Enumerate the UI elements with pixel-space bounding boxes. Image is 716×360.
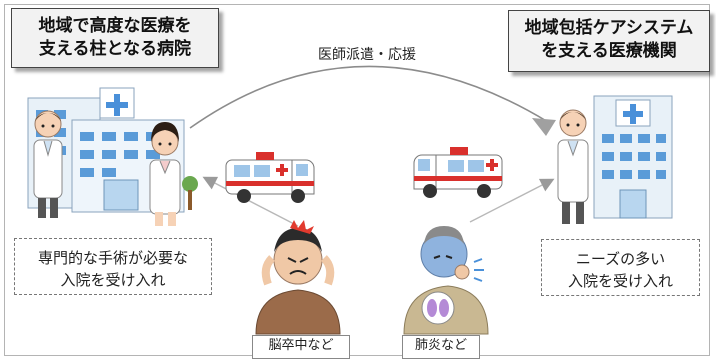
ambulance-left xyxy=(225,152,315,203)
female-doctor-left xyxy=(149,122,181,226)
left-title-line2: 支える柱となる病院 xyxy=(39,39,191,59)
stroke-patient xyxy=(255,220,341,335)
stroke-tag: 脳卒中など xyxy=(252,335,350,359)
right-caption-line2: 入院を受け入れ xyxy=(567,272,673,290)
right-title-line1: 地域包括ケアシステム xyxy=(524,18,694,38)
pneumonia-tag: 肺炎など xyxy=(402,335,480,359)
dispatch-arc-arrowhead xyxy=(532,118,556,136)
male-doctor-right xyxy=(557,109,589,224)
flow-arrow-pneumonia-to-right xyxy=(469,178,555,223)
right-hospital-title: 地域包括ケアシステム を支える医療機関 xyxy=(508,10,710,72)
left-caption-line2: 入院を受け入れ xyxy=(60,271,166,289)
figure-frame xyxy=(4,4,710,356)
right-caption-line1: ニーズの多い xyxy=(575,250,666,268)
left-caption-line1: 専門的な手術が必要な xyxy=(37,249,188,267)
dispatch-arc xyxy=(189,65,549,129)
right-title-line2: を支える医療機関 xyxy=(541,41,677,61)
ambulance-right xyxy=(413,147,503,198)
dispatch-label: 医師派遣・応援 xyxy=(318,47,416,63)
male-doctor-left xyxy=(33,110,63,218)
left-title-line1: 地域で高度な医療を xyxy=(38,16,192,36)
left-caption-box: 専門的な手術が必要な 入院を受け入れ xyxy=(14,238,212,295)
pneumonia-patient xyxy=(403,226,489,335)
left-hospital-title: 地域で高度な医療を 支える柱となる病院 xyxy=(11,8,219,68)
flow-arrow-stroke-to-left xyxy=(202,176,299,227)
right-caption-box: ニーズの多い 入院を受け入れ xyxy=(541,239,700,296)
hospital-building-right xyxy=(593,95,673,219)
